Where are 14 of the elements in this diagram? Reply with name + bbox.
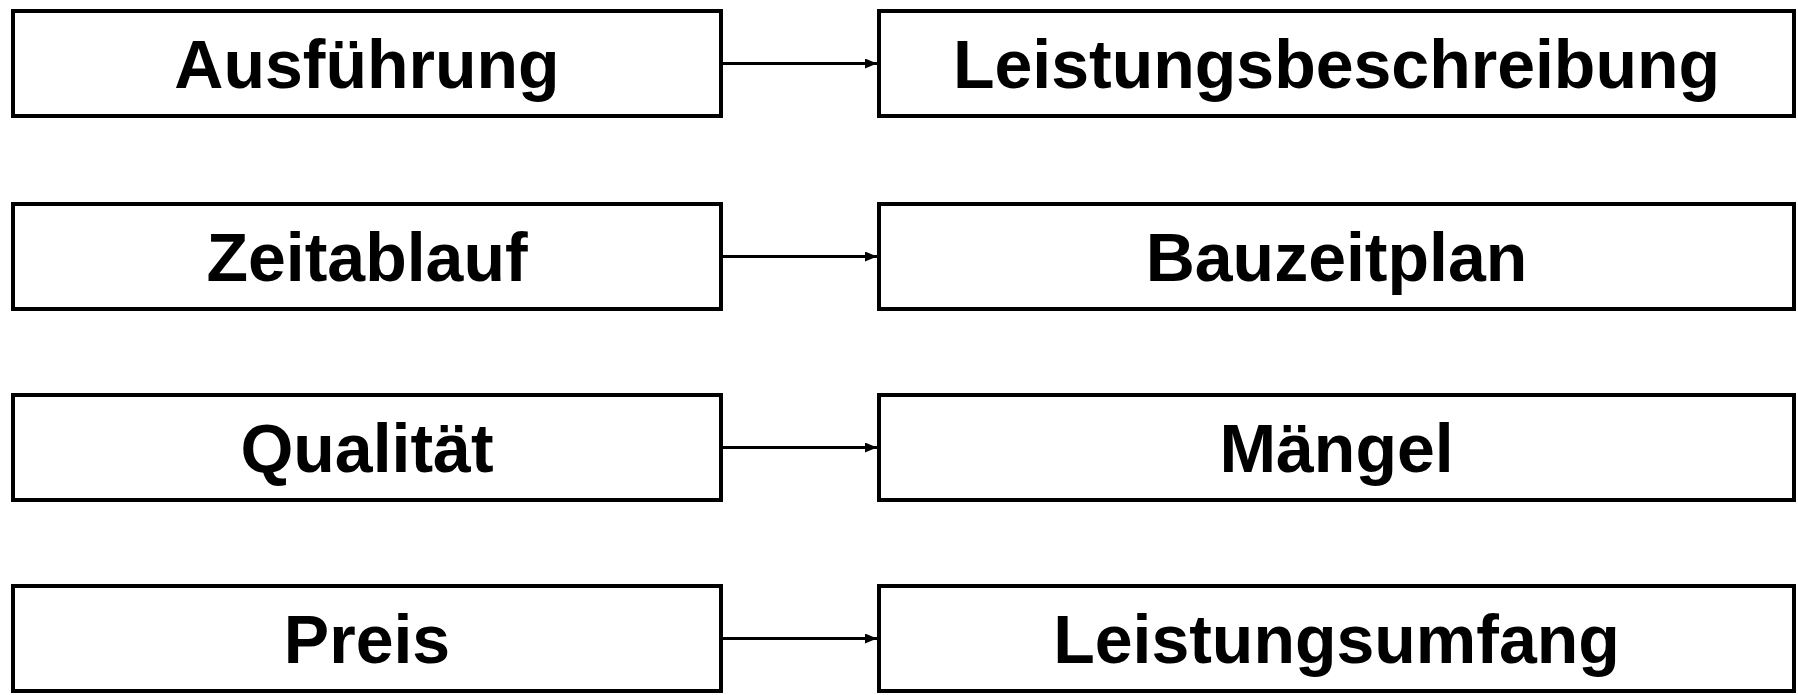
box-label: Preis [283,604,451,673]
text-box [11,393,723,502]
text-box [877,393,1796,502]
arrow [723,251,877,262]
text-box [877,9,1796,118]
arrow [723,58,877,69]
text-box [877,584,1796,693]
box-label: Zeitablauf [206,222,528,291]
arrow [723,442,877,453]
text-box [11,9,723,118]
arrow [723,633,877,644]
text-box [877,202,1796,311]
text-box [11,202,723,311]
text-box [11,584,723,693]
